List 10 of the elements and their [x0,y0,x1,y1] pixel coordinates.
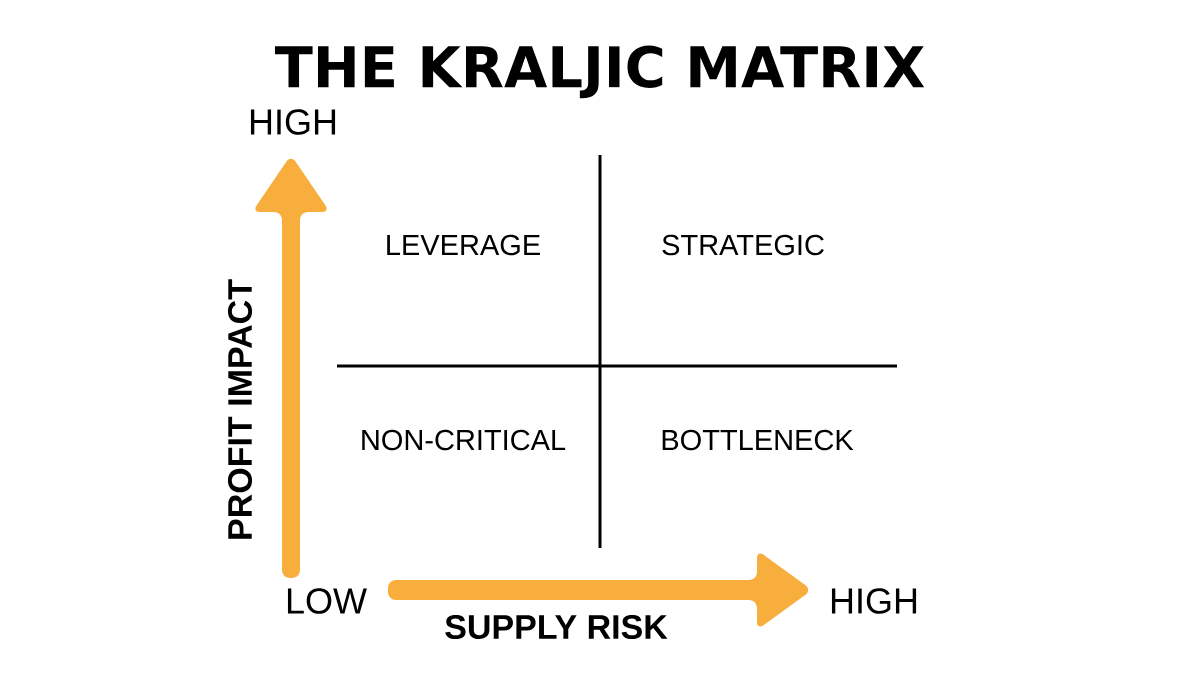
axis-end-label: LOW [287,588,367,614]
quadrant-label: BOTTLENECK [662,429,854,451]
quadrant-label: NON-CRITICAL [362,429,566,451]
quadrant-label: LEVERAGE [387,234,540,256]
quadrant-label: STRATEGIC [662,234,824,256]
axis-title: SUPPLY RISK [445,614,668,640]
axis-end-label: HIGH [250,109,336,135]
title: THE KRALJIC MATRIX [274,45,925,99]
axis-end-label: HIGH [831,588,917,614]
axis-title: PROFIT IMPACT [227,279,253,539]
